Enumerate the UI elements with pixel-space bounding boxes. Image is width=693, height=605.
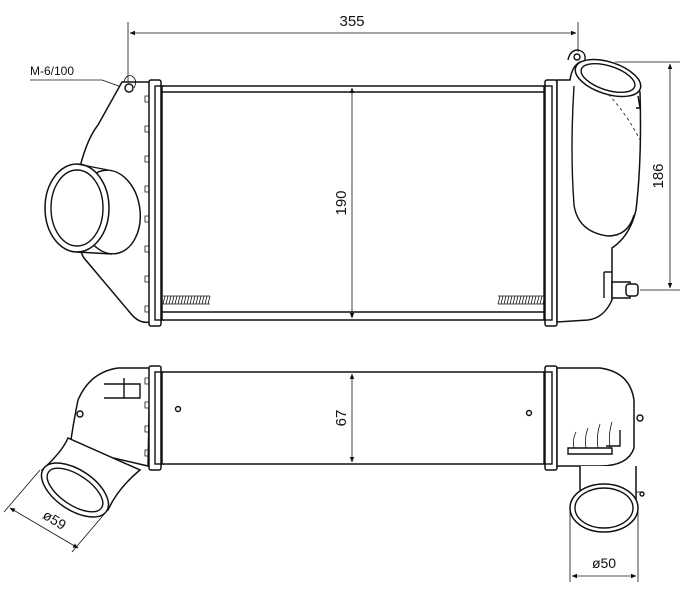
outlet-diameter-dimension: ø50 bbox=[569, 510, 639, 582]
plan-view: ø59 67 bbox=[3, 365, 645, 582]
plan-core bbox=[161, 371, 546, 465]
front-view: 355 M-6/100 bbox=[30, 13, 680, 327]
left-inlet-tank bbox=[44, 75, 151, 324]
width-dimension: 355 bbox=[127, 13, 579, 82]
mounting-hole-icon bbox=[124, 83, 134, 93]
outlet-height-label: 186 bbox=[650, 163, 667, 188]
outlet-height-dimension: 186 bbox=[615, 61, 680, 291]
core-height-dimension: 190 bbox=[333, 87, 355, 319]
inlet-diameter-label: ø59 bbox=[40, 507, 69, 533]
right-outlet-tank bbox=[556, 49, 642, 323]
plan-left-plate bbox=[144, 365, 164, 471]
outlet-mounting-hole-icon bbox=[573, 53, 581, 61]
mounting-callout: M-6/100 bbox=[30, 64, 128, 90]
fin-sample-left bbox=[162, 295, 211, 305]
plan-inlet-pipe bbox=[40, 437, 142, 518]
core-depth-label: 67 bbox=[333, 410, 350, 427]
plan-right-tank bbox=[556, 367, 644, 467]
front-core bbox=[161, 85, 546, 321]
core-depth-dimension: 67 bbox=[333, 373, 355, 463]
outlet-diameter-label: ø50 bbox=[592, 555, 616, 571]
plan-outlet-pipe bbox=[569, 466, 645, 533]
width-dimension-label: 355 bbox=[339, 13, 364, 30]
mounting-thread-label: M-6/100 bbox=[30, 64, 74, 78]
core-height-label: 190 bbox=[333, 190, 350, 215]
